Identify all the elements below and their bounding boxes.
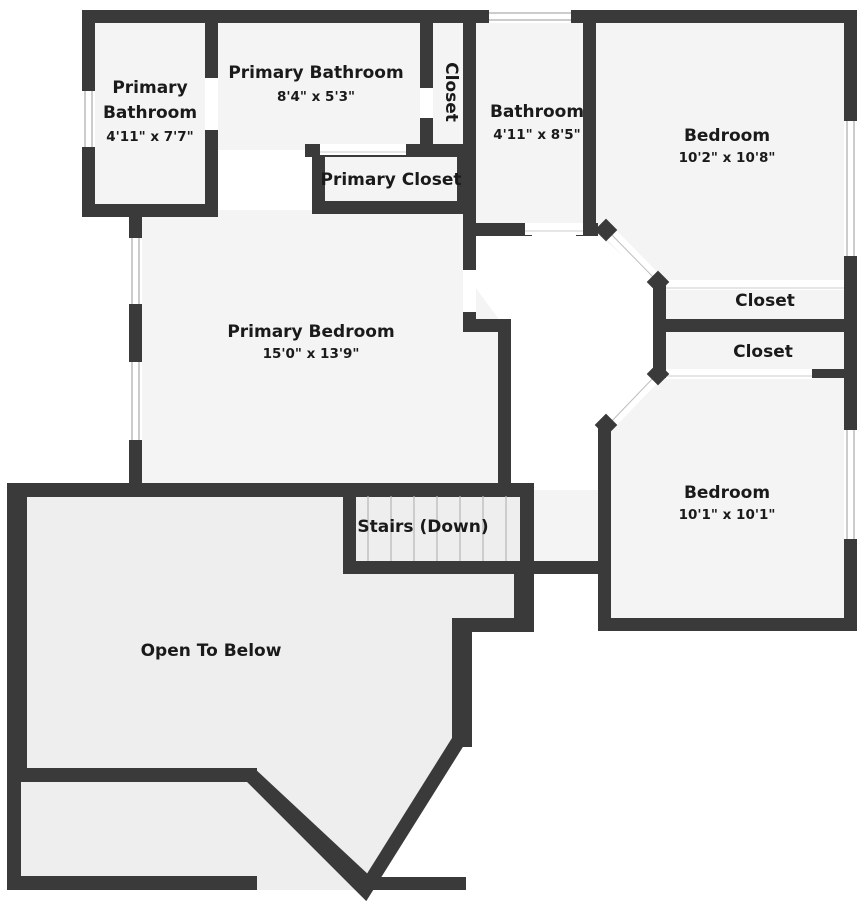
- label-bedroom-lower: Bedroom: [684, 483, 770, 503]
- wall-otb-right-lower: [459, 618, 472, 747]
- wall-pcloset-left: [312, 144, 325, 214]
- wall-top-left: [82, 10, 218, 23]
- room-fill-bathroom: [470, 10, 595, 230]
- wall-div-pbath: [205, 10, 218, 78]
- room-fill-primary-bedroom: [135, 210, 498, 490]
- label-open-to-below: Open To Below: [141, 641, 282, 661]
- wall-otb-right-upper: [514, 568, 527, 632]
- label-primary-bathroom-main: Primary Bathroom: [228, 63, 403, 83]
- angled-door-bedroom-lower: [594, 362, 670, 437]
- label-primary-bedroom: Primary Bedroom: [227, 322, 394, 342]
- room-fill-primary-bathroom-main: [218, 10, 433, 150]
- window-bedroom-lower-right: [844, 424, 857, 546]
- opening-primary-closet: [320, 144, 406, 155]
- label-primary-bathroom-left-line2: Bathroom: [103, 103, 197, 123]
- room-fill-open-to-below: [14, 490, 527, 890]
- window-bedroom-upper-right: [844, 115, 857, 263]
- wall-otb-step-h: [459, 618, 527, 631]
- opening-closet-lower: [666, 369, 812, 379]
- wall-top-mid: [218, 10, 488, 23]
- wall-left-pbath-upper: [82, 10, 95, 88]
- wall-pbed-left-c: [129, 440, 142, 496]
- dims-primary-bathroom-left: 4'11" x 7'7": [106, 129, 193, 145]
- room-labels: Primary Bathroom 4'11" x 7'7" Primary Ba…: [103, 62, 795, 661]
- wall-left-pbath-lower: [82, 150, 95, 217]
- diagonal-walls: [246, 769, 374, 889]
- wall-stairs-bottom: [343, 561, 605, 574]
- opening-primary-bedroom-right: [463, 270, 476, 312]
- opening-pbath-div: [205, 78, 218, 130]
- wall-left-pbath-bottom: [82, 204, 218, 217]
- opening-closet-upper: [666, 280, 844, 290]
- wall-pbed-right-a: [463, 230, 476, 274]
- wall-otb-top: [14, 483, 350, 496]
- label-stairs: Stairs (Down): [357, 517, 488, 537]
- wall-pcloset-bottom: [312, 201, 470, 214]
- window-primary-bedroom-left-1: [129, 232, 142, 310]
- dims-primary-bedroom: 15'0" x 13'9": [263, 346, 360, 362]
- wall-div-pbath-2: [205, 130, 218, 217]
- door-openings: [205, 78, 844, 379]
- room-fill-primary-bathroom-left: [82, 10, 218, 210]
- label-closet-top: Closet: [441, 62, 461, 122]
- room-fill-primary-closet: [312, 150, 470, 207]
- label-primary-bathroom-left-line1: Primary: [112, 78, 187, 98]
- wall-stairs-left: [343, 490, 356, 568]
- wall-bath-right: [583, 10, 596, 232]
- window-primary-bathroom-left: [82, 86, 95, 152]
- angled-doors: [594, 218, 670, 437]
- wall-right-bed-upper-a: [844, 10, 857, 118]
- dims-bedroom-lower: 10'1" x 10'1": [679, 507, 776, 523]
- wall-otb-bottom-left: [14, 768, 257, 781]
- wall-right-bed-upper-b: [844, 258, 857, 287]
- wall-pbed-right-c: [498, 319, 511, 497]
- stair-treads: [367, 496, 507, 561]
- label-bedroom-upper: Bedroom: [684, 126, 770, 146]
- wall-top-win-r: [576, 10, 857, 23]
- windows: [82, 10, 857, 546]
- wall-bed-lower-left: [598, 425, 611, 625]
- room-fill-bedroom-upper: [595, 10, 857, 232]
- label-primary-closet: Primary Closet: [321, 170, 462, 190]
- dims-bathroom: 4'11" x 8'5": [493, 127, 580, 143]
- wall-pbed-left-a: [129, 210, 142, 236]
- wall-closet-left-b: [420, 118, 433, 150]
- wall-right-closets: [844, 287, 857, 370]
- wall-right-bed-lower-b: [844, 541, 857, 625]
- opening-closet-top: [420, 88, 433, 118]
- label-bathroom: Bathroom: [490, 102, 584, 122]
- wall-bed-lower-bottom: [598, 618, 857, 631]
- wall-otb-diagonal: [246, 769, 374, 889]
- wall-bath-left: [463, 10, 476, 230]
- dims-bedroom-upper: 10'2" x 10'8": [679, 150, 776, 166]
- window-primary-bedroom-left-2: [129, 356, 142, 446]
- opening-bathroom-bottom: [525, 223, 583, 235]
- room-fill-bedroom-lower: [605, 370, 857, 625]
- wall-closet-divider: [660, 319, 857, 332]
- wall-bath-bottom-l: [470, 223, 532, 236]
- angled-door-bedroom-upper: [594, 218, 670, 294]
- wall-closet-left-a: [420, 10, 433, 88]
- wall-pbed-left-b: [129, 304, 142, 362]
- label-closet-lower-right: Closet: [733, 342, 793, 362]
- wall-otb-left: [14, 483, 27, 781]
- wall-closets-left: [653, 280, 666, 378]
- label-closet-upper-right: Closet: [735, 291, 795, 311]
- dims-primary-bathroom-main: 8'4" x 5'3": [277, 89, 355, 105]
- room-fills: [14, 10, 857, 890]
- window-bathroom-top: [483, 10, 578, 23]
- wall-otb-bottom-right: [365, 877, 466, 890]
- wall-right-bed-lower-a: [844, 370, 857, 428]
